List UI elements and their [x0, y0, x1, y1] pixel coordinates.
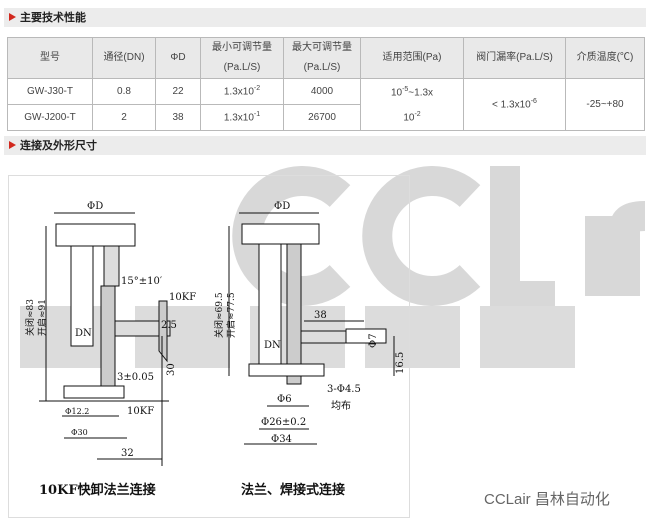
exponent: -2: [414, 111, 421, 119]
right-close-label: 关闭≈69.5: [213, 292, 225, 338]
triangle-icon: [9, 13, 16, 21]
dimension-drawing: ΦD 15°±10′ 10KF 关闭≈83 开启≈91 DN 2.5 30 3±…: [8, 175, 410, 518]
right-phiD-label: ΦD: [274, 201, 290, 212]
col-header: 型号: [7, 37, 93, 79]
right-even-label: 均布: [331, 400, 351, 412]
right-caption: 法兰、焊接式连接: [241, 482, 345, 498]
col-header: 最小可调节量 (Pa.L/S): [200, 37, 284, 79]
header-text: 最小可调节量: [212, 42, 272, 53]
left-phi12-label: Φ12.2: [65, 407, 89, 416]
right-dn-label: DN: [264, 340, 281, 351]
right-phi34-label: Φ34: [271, 434, 292, 445]
left-angle-label: 15°±10′: [121, 276, 163, 287]
left-caption: 10KF快卸法兰连接: [39, 482, 156, 498]
col-header: 通径(DN): [92, 37, 156, 79]
right-phi26-label: Φ26±0.2: [261, 417, 306, 428]
exponent: -6: [530, 98, 537, 106]
exponent: -2: [253, 85, 261, 93]
cell-max: 4000: [283, 78, 361, 105]
header-unit: (Pa.L/S): [223, 62, 261, 73]
value: ~1.3x: [408, 87, 434, 99]
exponent: -1: [253, 111, 261, 119]
col-header: ΦD: [155, 37, 201, 79]
left-d3-label: 3±0.05: [117, 372, 154, 383]
right-valve: [228, 212, 395, 445]
section-title: 主要技术性能: [20, 11, 86, 24]
table-row: GW-J200-T 2 38 1.3x10-1 26700: [7, 103, 645, 131]
value: 10: [390, 87, 403, 99]
left-dn-label: DN: [75, 328, 92, 339]
section-header-dims: 连接及外形尺寸: [4, 136, 646, 155]
section-title: 连接及外形尺寸: [20, 139, 97, 152]
cell-d: 38: [155, 103, 201, 131]
header-text: 最大可调节量: [292, 42, 352, 53]
left-kf-bottom: 10KF: [127, 406, 154, 417]
cell-temp: -25~+80: [565, 78, 645, 131]
right-holes-label: 3-Φ4.5: [327, 384, 361, 395]
col-header: 适用范围(Pa): [360, 37, 464, 79]
left-close-label: 关闭≈83: [24, 299, 36, 336]
cell-dn: 2: [92, 103, 156, 131]
value: < 1.3x10: [492, 99, 531, 111]
value: 1.3x10: [223, 86, 254, 98]
right-phi6-label: Φ6: [277, 394, 292, 405]
right-d38-label: 38: [314, 310, 327, 321]
cell-dn: 0.8: [92, 78, 156, 105]
cell-model: GW-J30-T: [7, 78, 93, 105]
cell-leak: < 1.3x10-6: [463, 78, 566, 131]
col-header: 最大可调节量 (Pa.L/S): [283, 37, 361, 79]
col-header: 介质温度(℃): [565, 37, 645, 79]
exponent: -5: [402, 86, 409, 93]
left-phi30-label: Φ30: [71, 428, 88, 437]
section-header-specs: 主要技术性能: [4, 8, 646, 27]
header-unit: (Pa.L/S): [303, 62, 341, 73]
triangle-icon: [9, 141, 16, 149]
left-phiD-label: ΦD: [87, 201, 103, 212]
value: 1.3x10: [223, 112, 254, 124]
cell-max: 26700: [283, 103, 361, 131]
cell-min: 1.3x10-2: [200, 78, 284, 105]
left-d32-label: 32: [121, 448, 134, 459]
left-d30-label: 30: [166, 363, 177, 376]
right-phi7-label: Φ7: [368, 333, 379, 348]
left-d25-label: 2.5: [161, 320, 177, 331]
right-open-label: 开启≈77.5: [225, 292, 237, 338]
left-kf-top: 10KF: [169, 292, 196, 303]
cell-d: 22: [155, 78, 201, 105]
specs-table: 型号 通径(DN) ΦD 最小可调节量 (Pa.L/S) 最大可调节量 (Pa.L/…: [7, 37, 645, 131]
left-open-label: 开启≈91: [36, 299, 48, 336]
cell-min: 1.3x10-1: [200, 103, 284, 131]
left-valve: [39, 212, 171, 466]
right-d165-label: 16.5: [395, 352, 406, 374]
value: 10: [403, 112, 415, 124]
col-header: 阀门漏率(Pa.L/S): [463, 37, 566, 79]
cell-model: GW-J200-T: [7, 103, 93, 131]
footer-brand: CCLair 昌林自动化: [484, 491, 610, 508]
